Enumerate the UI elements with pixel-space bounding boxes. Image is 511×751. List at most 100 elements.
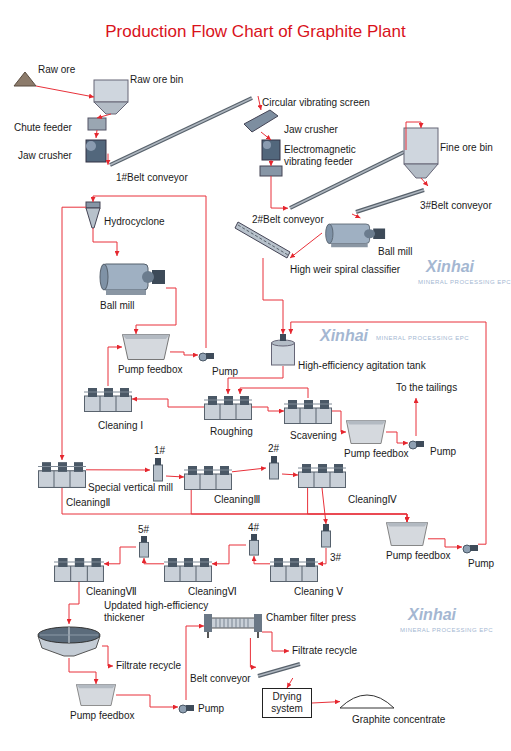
flow-line: [232, 468, 266, 472]
equipment-node: Cleaning Ⅴ: [270, 556, 318, 582]
ball-mill: [326, 224, 385, 247]
equipment-node: Graphite concentrate: [340, 692, 394, 708]
tailings-arrow: [416, 398, 417, 436]
flow-line: [271, 160, 272, 166]
flow-line: [250, 638, 256, 667]
ball-mill: [100, 264, 165, 295]
spiral-classifier: [235, 222, 290, 258]
pump-feedbox: [123, 335, 170, 360]
flow-line: [136, 288, 176, 334]
flow-line: [263, 258, 283, 334]
flow-line: [352, 214, 360, 218]
flow-line: [261, 132, 271, 140]
equipment-node: 4#: [246, 534, 262, 556]
flow-line: [191, 490, 407, 522]
equipment-node: Hydrocyclone: [86, 202, 100, 228]
equipment-node: 1#Special vertical mill: [150, 458, 166, 482]
equipment-node: Fine ore bin: [404, 128, 438, 178]
jaw-crusher: [86, 140, 106, 162]
vertical-mill: [270, 456, 279, 479]
flotation-cell: [38, 462, 86, 487]
flow-line: [36, 86, 94, 97]
equipment-node: Pump feedbox: [346, 420, 386, 444]
equipment-node: High weir spiral classifier: [236, 222, 290, 258]
flow-line: [386, 432, 408, 443]
flow-line: [108, 154, 109, 165]
flotation-cell: [54, 558, 104, 582]
equipment-node: CleaningⅡ: [38, 460, 86, 488]
equipment-node: Raw ore: [14, 72, 36, 86]
pump-feedbox: [386, 522, 427, 545]
equipment-label: Updated high-efficiency thickener: [104, 600, 228, 624]
filtrate-arrow: [262, 632, 289, 651]
thickener: [38, 627, 100, 656]
flow-line: [93, 228, 117, 256]
equipment-node: CleaningⅦ: [54, 556, 104, 582]
ore-pile: [14, 72, 36, 86]
flotation-cell: [298, 464, 346, 488]
flow-line: [406, 122, 421, 150]
flow-line: [93, 196, 206, 348]
equipment-node: 2#Belt conveyor: [288, 150, 406, 210]
ore-bin: [404, 128, 438, 178]
flow-line: [282, 474, 298, 475]
equipment-node: Chamber filter press: [204, 614, 262, 638]
equipment-node: 3#: [318, 524, 334, 548]
equipment-node: Roughing: [204, 394, 252, 420]
flotation-cell: [164, 558, 212, 582]
equipment-node: Electromagnetic vibrating feeder: [260, 166, 282, 176]
belt-conveyor: [356, 190, 424, 212]
vertical-mill: [140, 536, 149, 557]
flow-line: [240, 388, 308, 398]
process-box: Drying system: [262, 688, 312, 718]
equipment-node: Belt conveyor: [256, 660, 302, 678]
equipment-node: Pump feedbox: [386, 522, 428, 546]
equipment-node: CleaningⅣ: [298, 462, 346, 488]
flow-line: [291, 322, 486, 544]
concentrate-pile: [340, 695, 394, 708]
equipment-node: Pump: [198, 348, 214, 362]
equipment-node: 5#: [136, 536, 152, 558]
pump: [409, 441, 424, 449]
pump-feedbox: [346, 420, 385, 443]
equipment-node: Cleaning Ⅰ: [84, 386, 132, 412]
flow-line: [186, 626, 204, 700]
pump-feedbox: [76, 684, 115, 705]
chart-title: Production Flow Chart of Graphite Plant: [0, 22, 511, 42]
flow-line: [212, 545, 246, 564]
equipment-node: Jaw crusher: [262, 140, 280, 160]
vertical-mill: [154, 458, 163, 481]
belt-conveyor: [110, 98, 252, 165]
equipment-node: CleaningⅢ: [184, 464, 232, 490]
flow-line: [69, 658, 96, 684]
flow-line: [144, 558, 164, 564]
equipment-node: Pump: [462, 540, 478, 554]
flow-line: [308, 488, 407, 522]
flow-line: [252, 407, 284, 411]
filtrate-arrow: [102, 646, 113, 666]
flow-line: [104, 547, 136, 564]
flow-line: [62, 207, 86, 460]
vibrating-screen: [244, 110, 278, 132]
flotation-cell: [184, 466, 232, 490]
flotation-cell: [84, 388, 132, 412]
equipment-node: Raw ore bin: [94, 80, 128, 114]
flow-line: [332, 411, 346, 432]
flow-line: [428, 539, 462, 547]
flow-line: [166, 476, 184, 477]
equipment-node: Ball mill: [96, 256, 166, 296]
flow-line: [170, 352, 198, 355]
flow-line: [318, 548, 326, 564]
ore-bin: [94, 80, 128, 114]
equipment-node: Chute feeder: [88, 118, 106, 130]
flow-line: [421, 178, 428, 186]
equipment-node: Circular vibrating screen: [244, 110, 278, 132]
flow-line: [69, 582, 79, 624]
flow-line: [290, 233, 322, 258]
flow-line: [62, 488, 407, 522]
equipment-node: Pump: [178, 700, 194, 714]
chute-feeder: [88, 118, 106, 130]
flow-line: [132, 399, 204, 407]
hydrocyclone: [86, 202, 100, 228]
